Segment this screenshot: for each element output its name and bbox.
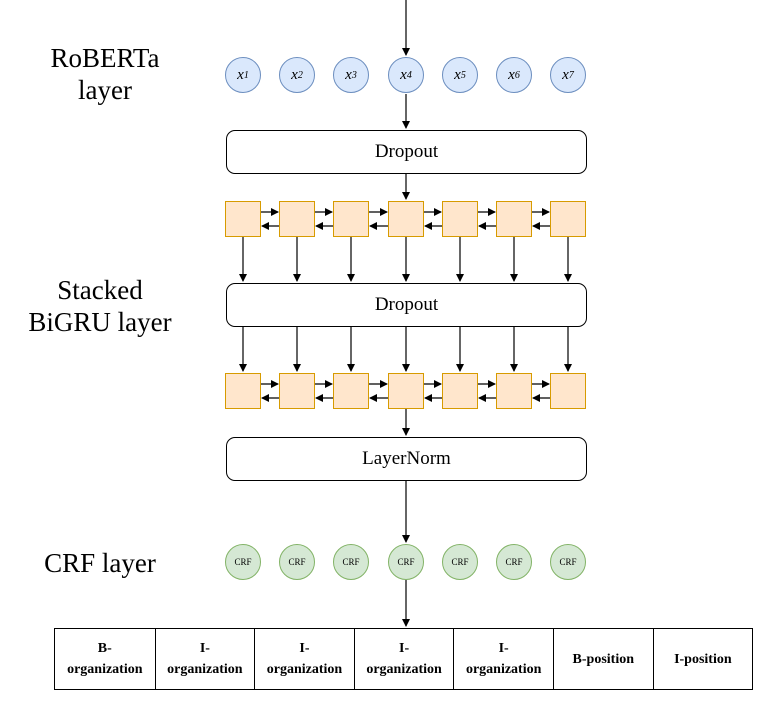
input-node-var: x xyxy=(454,66,461,83)
gru-cell-row2-5 xyxy=(442,373,478,409)
bigru-label-line1: Stacked xyxy=(57,275,143,305)
input-node-subscript: 6 xyxy=(514,69,520,81)
tag-cell-line: I- xyxy=(498,641,509,656)
tag-cell-line: organization xyxy=(266,662,343,677)
gru-cell-row2-7 xyxy=(550,373,586,409)
input-node-subscript: 3 xyxy=(351,69,357,81)
tag-cell-line: B-position xyxy=(572,651,634,667)
crf-node-3: CRF xyxy=(333,544,369,580)
gru-cell-row1-5 xyxy=(442,201,478,237)
crf-node-4: CRF xyxy=(388,544,424,580)
input-node-var: x xyxy=(508,66,515,83)
input-node-subscript: 5 xyxy=(460,69,466,81)
gru-cell-row2-1 xyxy=(225,373,261,409)
dropout-box-1: Dropout xyxy=(226,130,587,174)
input-node-var: x xyxy=(291,66,298,83)
tag-cell-6: B-position xyxy=(552,629,653,689)
tag-cell-line: organization xyxy=(465,662,542,677)
input-node-var: x xyxy=(562,66,569,83)
crf-layer-label: CRF layer xyxy=(44,548,156,578)
crf-node-5: CRF xyxy=(442,544,478,580)
tag-cell-line: I-position xyxy=(674,651,732,667)
tag-cell-7: I-position xyxy=(652,629,753,689)
layernorm-box: LayerNorm xyxy=(226,437,587,481)
tag-cell-line: organization xyxy=(366,662,442,677)
gru-cell-row1-7 xyxy=(550,201,586,237)
dropout-box-2: Dropout xyxy=(226,283,587,327)
roberta-label-line1: RoBERTa xyxy=(50,43,160,73)
gru-cell-row1-1 xyxy=(225,201,261,237)
roberta-label-line2: layer xyxy=(78,75,132,105)
tag-cell-5: I-organization xyxy=(453,629,553,689)
gru-cell-row2-3 xyxy=(333,373,369,409)
gru-cell-row1-3 xyxy=(333,201,369,237)
input-node-subscript: 2 xyxy=(297,69,303,81)
gru-cell-row1-4 xyxy=(388,201,424,237)
tag-cell-3: I-organization xyxy=(254,629,354,689)
input-node-var: x xyxy=(345,66,352,83)
gru-cell-row2-6 xyxy=(496,373,532,409)
gru-cell-row2-2 xyxy=(279,373,315,409)
gru-cell-row1-6 xyxy=(496,201,532,237)
tag-cell-line: I- xyxy=(399,641,410,656)
tag-cell-line: B- xyxy=(97,641,112,656)
bigru-layer-label: Stacked BiGRU layer xyxy=(12,274,188,338)
input-node-subscript: 4 xyxy=(406,69,412,81)
gru-cell-row1-2 xyxy=(279,201,315,237)
input-node-var: x xyxy=(237,66,244,83)
tag-cell-line: organization xyxy=(67,662,143,677)
roberta-layer-label: RoBERTa layer xyxy=(30,42,180,106)
gru-cell-row2-4 xyxy=(388,373,424,409)
tag-cell-line: I- xyxy=(299,641,310,656)
crf-node-1: CRF xyxy=(225,544,261,580)
tag-cell-1: B-organization xyxy=(55,629,155,689)
tag-cell-2: I-organization xyxy=(154,629,255,689)
crf-node-2: CRF xyxy=(279,544,315,580)
tag-cell-4: I-organization xyxy=(353,629,454,689)
input-node-subscript: 7 xyxy=(568,69,574,81)
crf-node-6: CRF xyxy=(496,544,532,580)
bigru-label-line2: BiGRU layer xyxy=(28,307,172,337)
tag-cell-line: organization xyxy=(167,662,243,677)
crf-node-7: CRF xyxy=(550,544,586,580)
input-node-subscript: 1 xyxy=(243,69,249,81)
input-node-var: x xyxy=(400,66,407,83)
tag-cell-line: I- xyxy=(199,641,210,656)
